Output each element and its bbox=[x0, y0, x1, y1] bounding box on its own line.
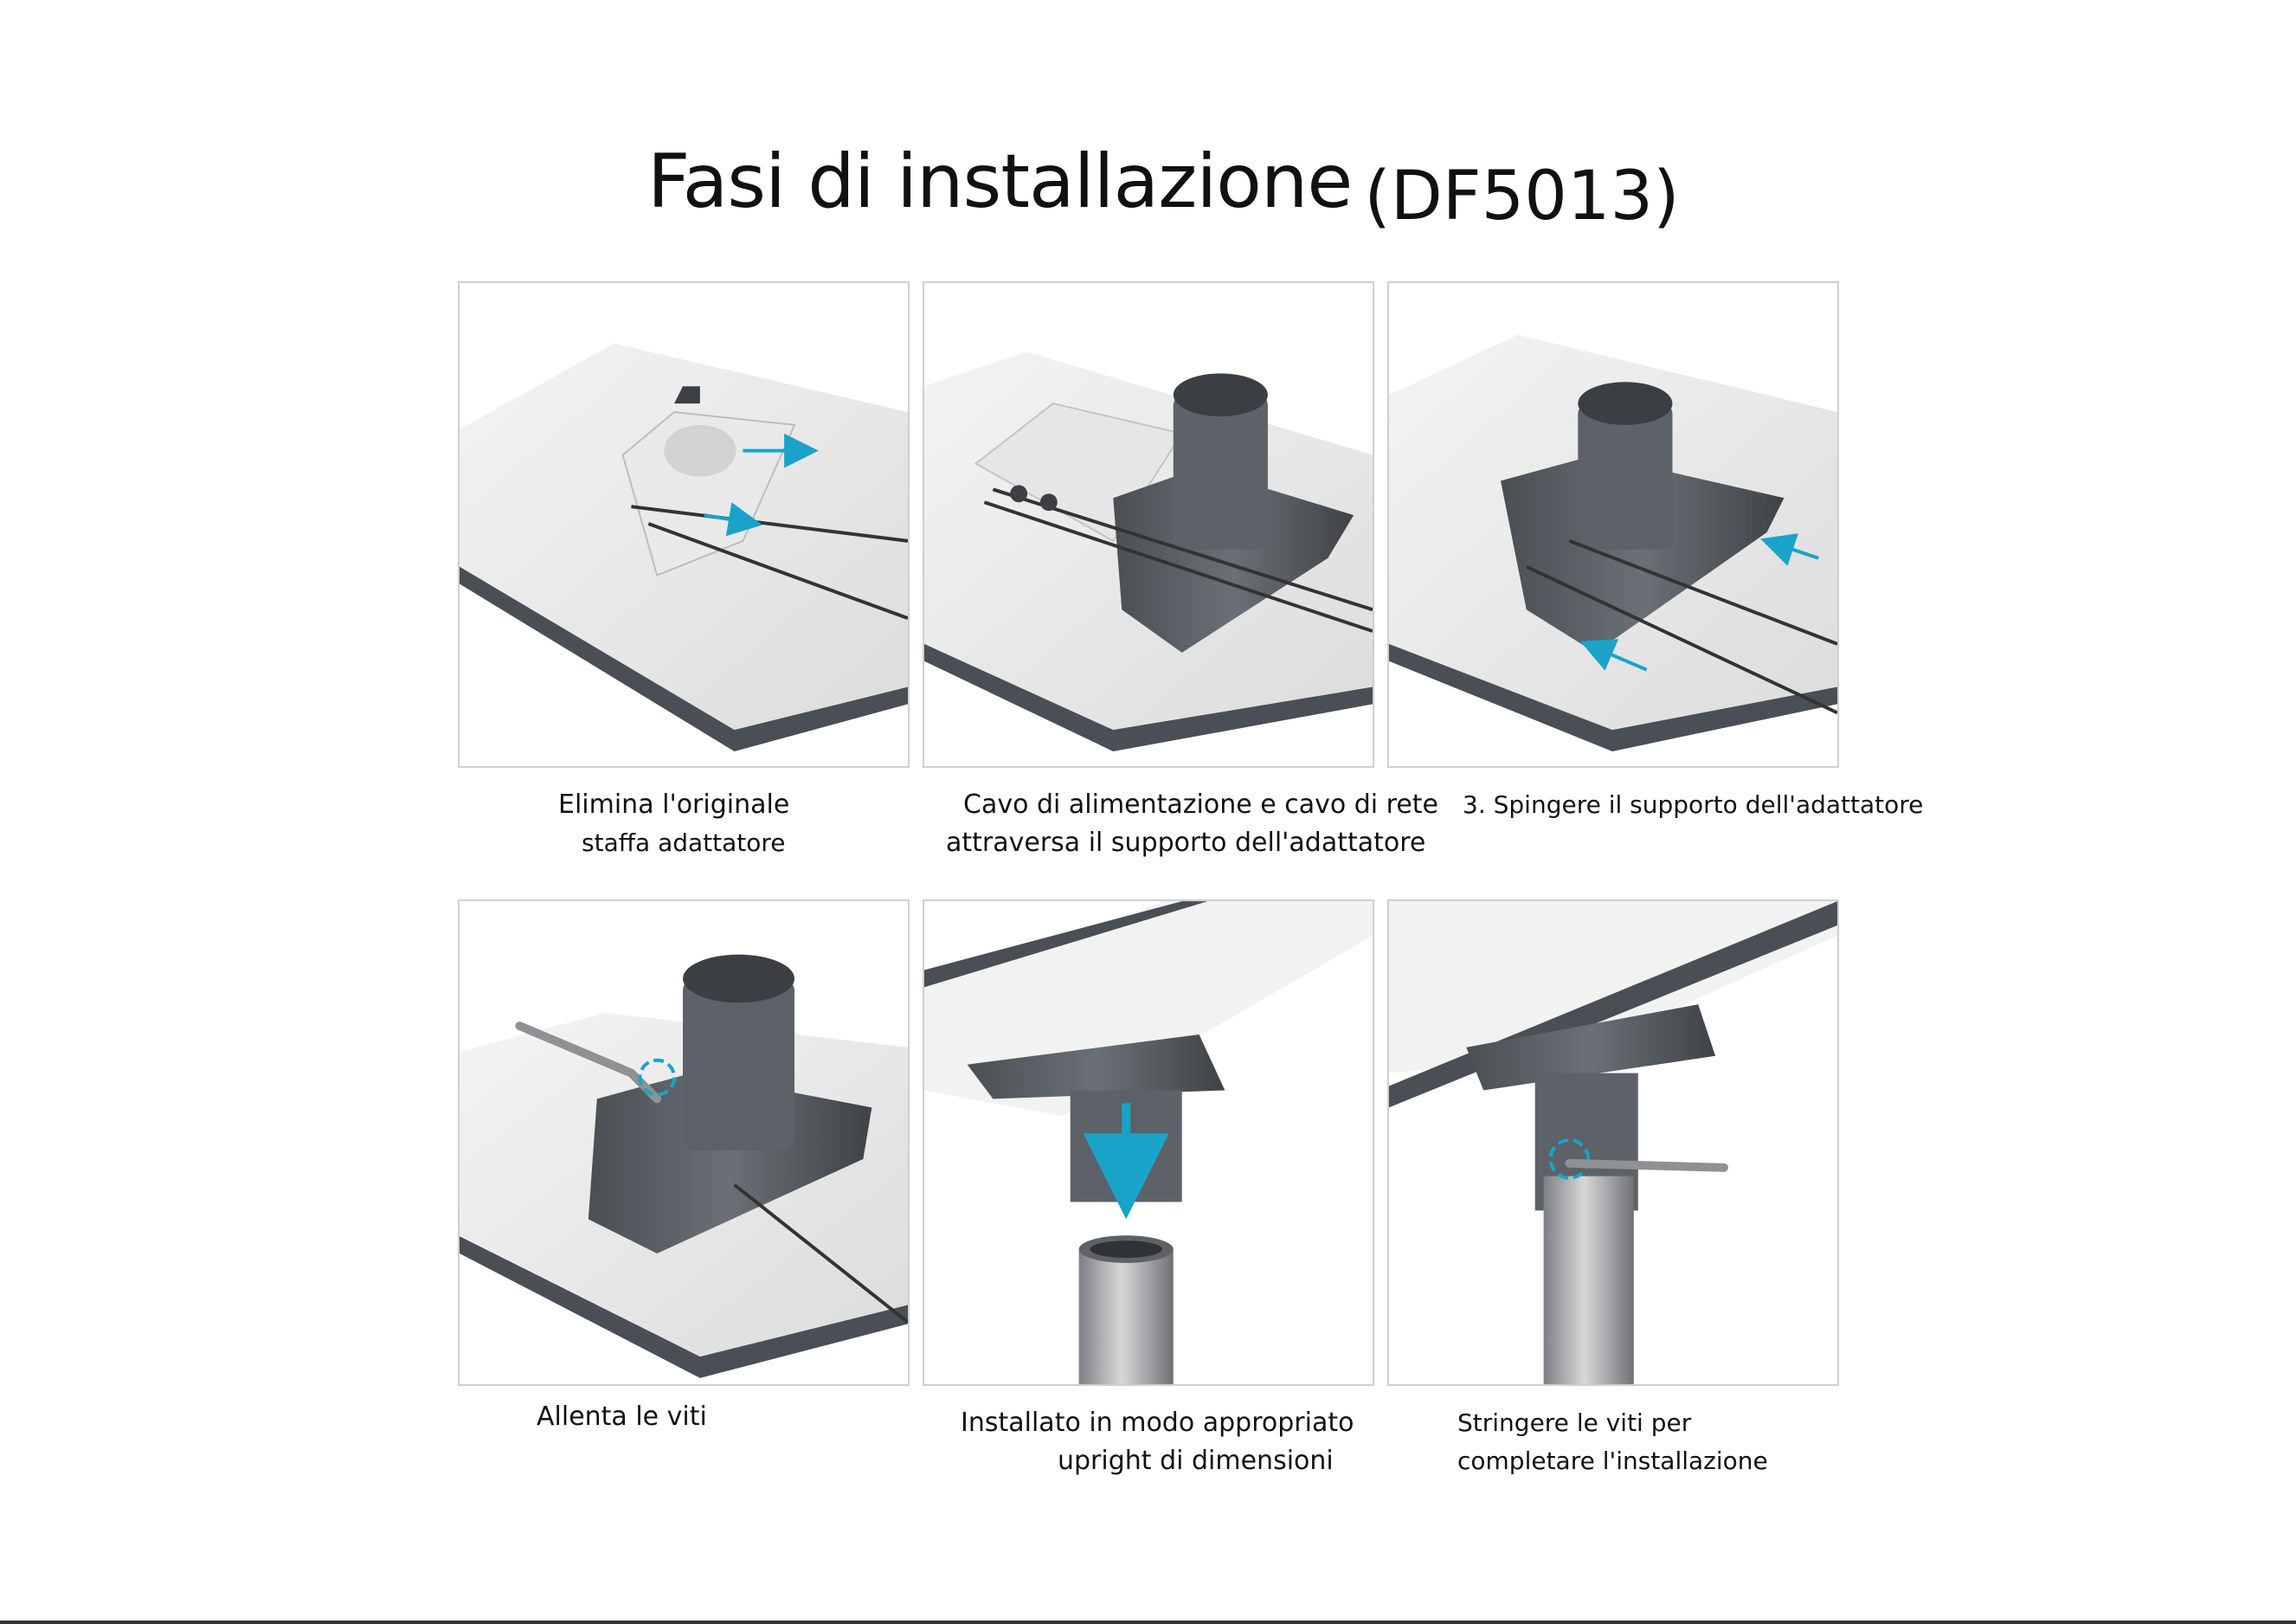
step-4-caption-line1: Allenta le viti bbox=[537, 1402, 707, 1432]
page-title: Fasi di installazione (DF5013) bbox=[647, 139, 1680, 235]
step-6-caption: Stringere le viti per completare l'insta… bbox=[1457, 1404, 1768, 1480]
step-3-caption-line1: 3. Spingere il supporto dell'adattatore bbox=[1463, 790, 1924, 819]
step-4-image bbox=[458, 899, 910, 1386]
step-6-caption-line1: Stringere le viti per bbox=[1457, 1408, 1692, 1437]
step-5-caption-line1: Installato in modo appropriato bbox=[961, 1408, 1354, 1438]
step-5-caption-line2: upright di dimensioni bbox=[1058, 1446, 1334, 1476]
step-5-image bbox=[923, 899, 1374, 1386]
step-2-caption: Cavo di alimentazione e cavo di rete att… bbox=[946, 786, 1438, 862]
bottom-divider bbox=[0, 1621, 2296, 1624]
step-6-image bbox=[1387, 899, 1839, 1386]
step-2-caption-line1: Cavo di alimentazione e cavo di rete bbox=[963, 789, 1439, 820]
step-6-caption-line2: completare l'installazione bbox=[1457, 1447, 1768, 1475]
step-2-caption-line2: attraversa il supporto dell'adattatore bbox=[946, 828, 1426, 858]
step-4-caption: Allenta le viti bbox=[537, 1398, 707, 1436]
step-2-image bbox=[923, 281, 1374, 768]
step-1-image bbox=[458, 281, 910, 768]
step-3-image bbox=[1387, 281, 1839, 768]
title-main: Fasi di installazione bbox=[647, 139, 1353, 225]
step-1-caption: Elimina l'originale staffa adattatore bbox=[558, 786, 789, 862]
step-1-caption-line2: staffa adattatore bbox=[582, 828, 786, 857]
step-1-caption-line1: Elimina l'originale bbox=[558, 789, 790, 820]
step-5-caption: Installato in modo appropriato upright d… bbox=[961, 1404, 1354, 1480]
step-3-caption: 3. Spingere il supporto dell'adattatore bbox=[1463, 786, 1923, 824]
title-model: (DF5013) bbox=[1364, 158, 1680, 235]
